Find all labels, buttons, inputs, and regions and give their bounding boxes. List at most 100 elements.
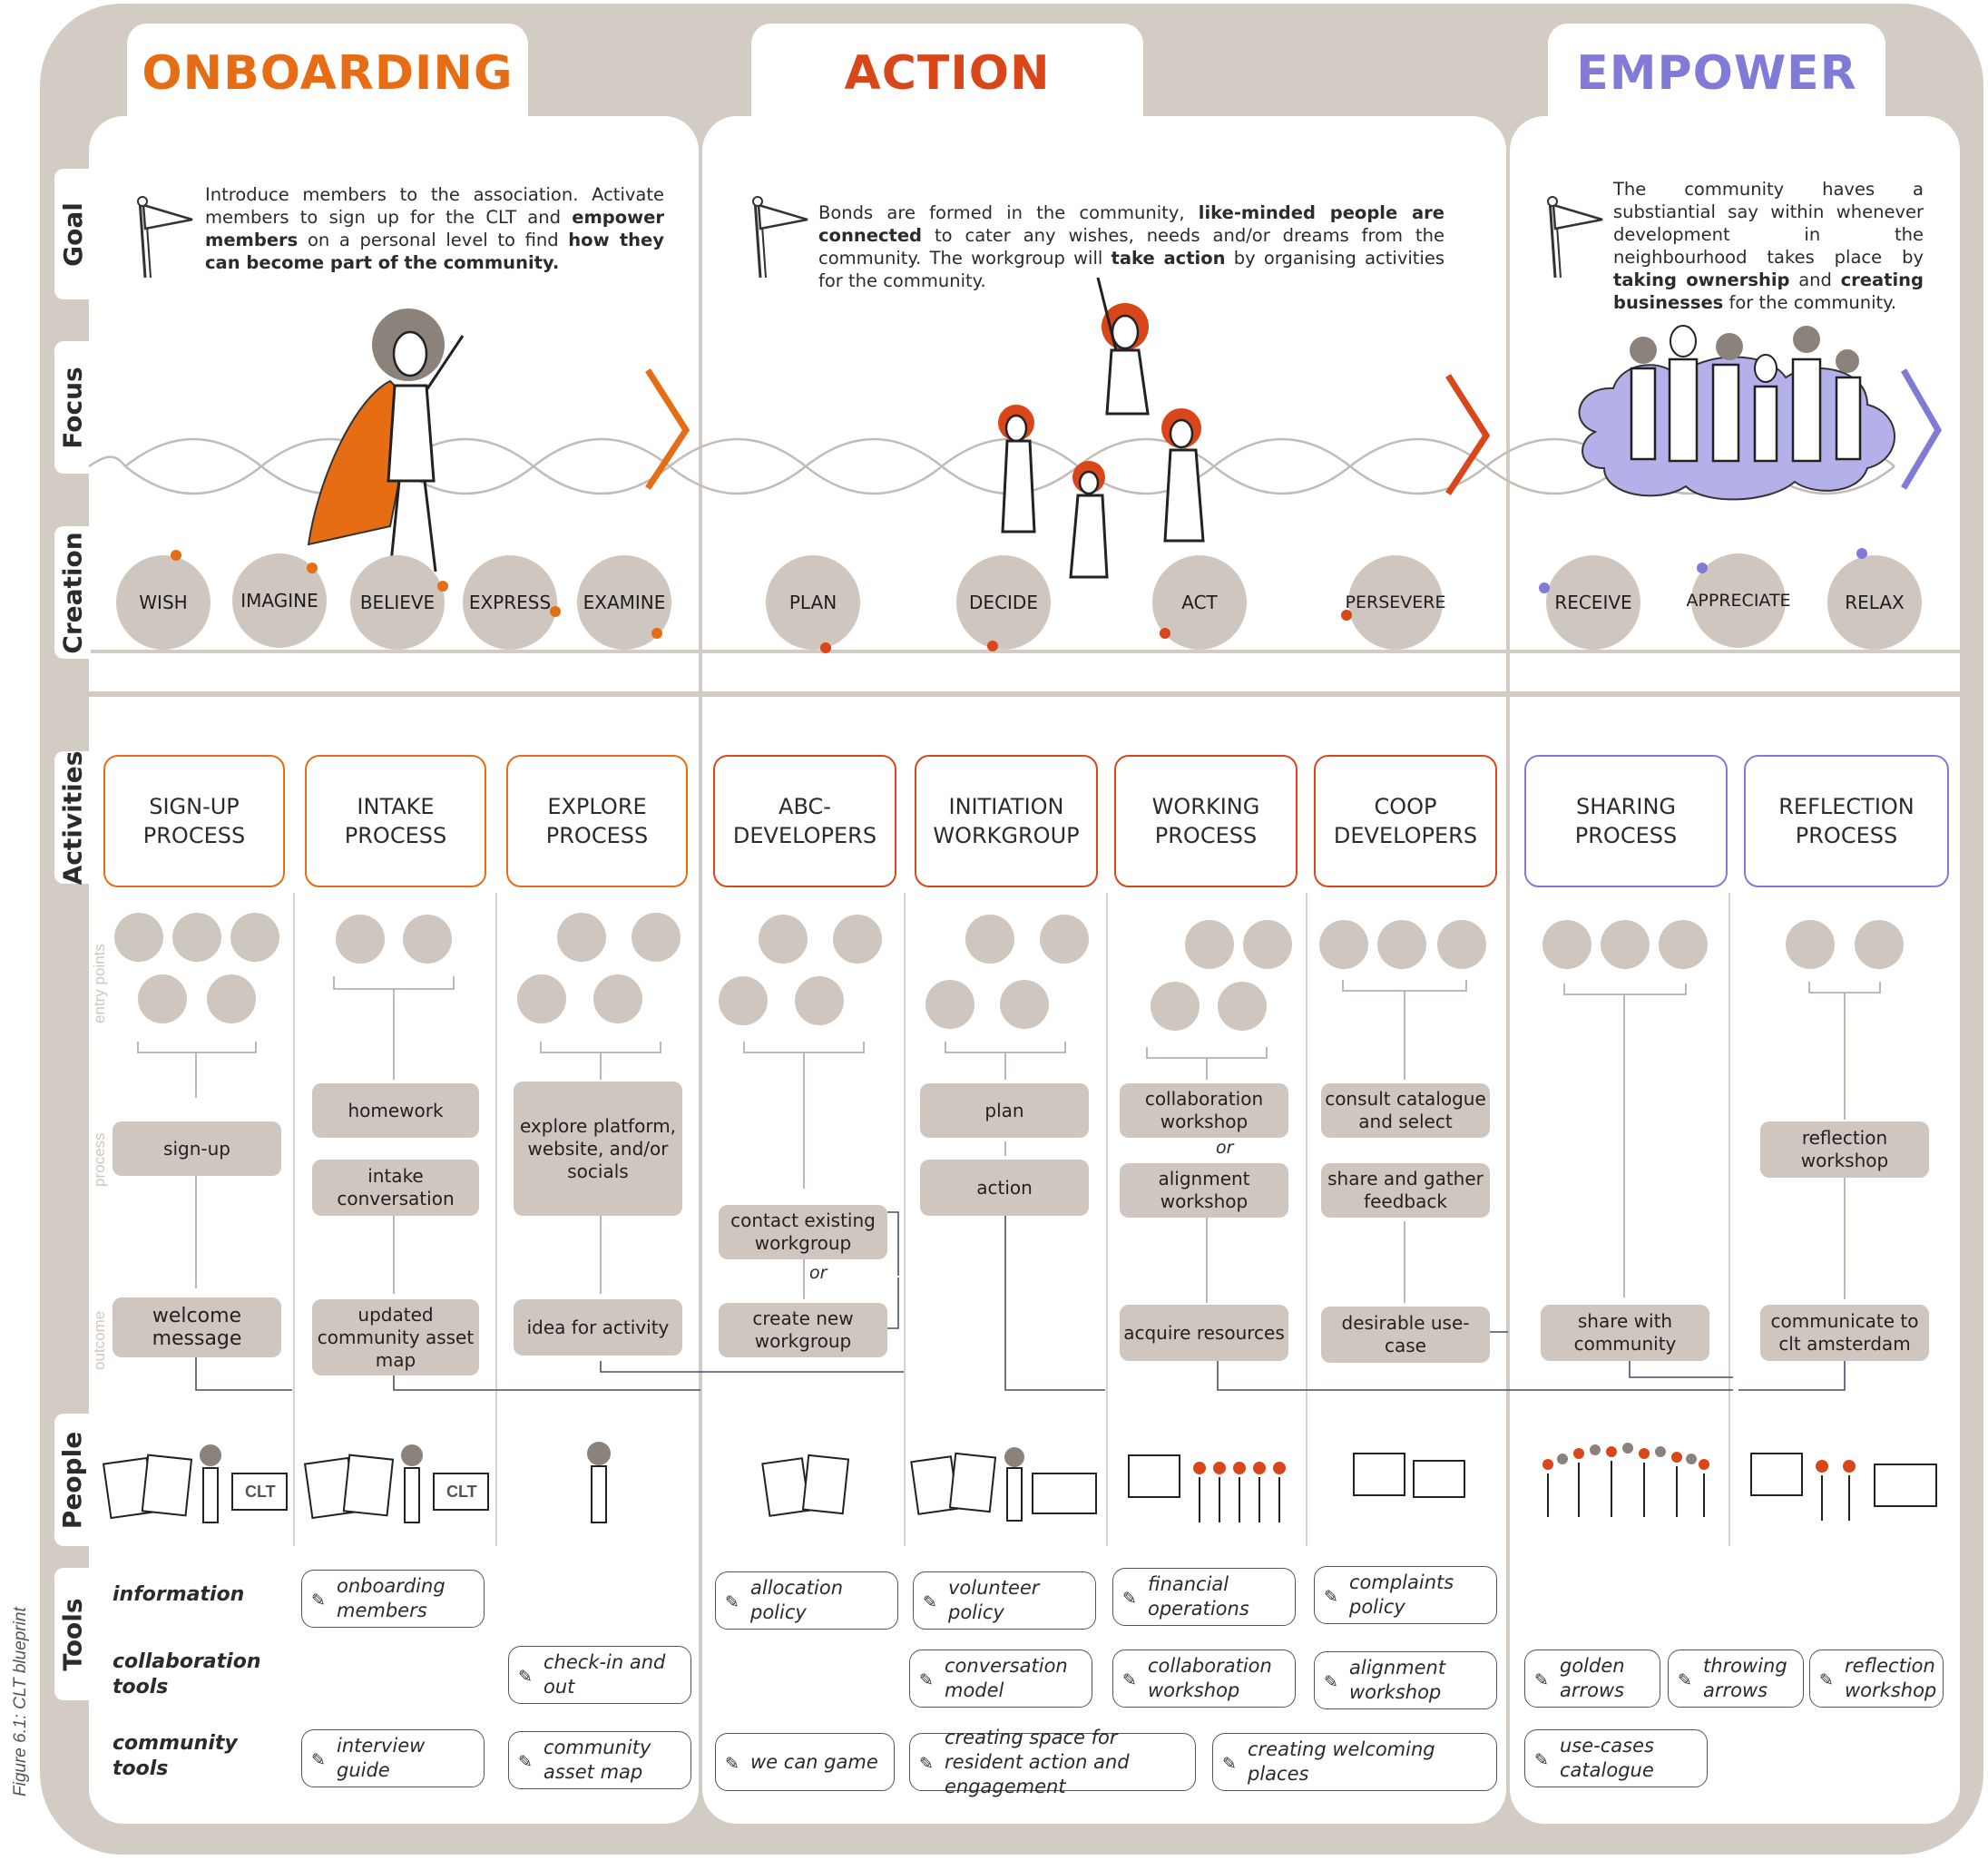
band-divider: [699, 650, 702, 731]
tool-allocation-policy[interactable]: ✎allocation policy: [715, 1571, 898, 1630]
paperclip-icon: ✎: [1222, 1754, 1237, 1774]
goal-empower: The community haves a substiantial say w…: [1613, 178, 1924, 314]
panel-action: [702, 116, 1506, 1824]
tool-creating-welcoming-places[interactable]: ✎creating welcoming places: [1212, 1733, 1497, 1791]
flag-icon: [1547, 196, 1603, 279]
tool-check-in-and-out[interactable]: ✎check-in and out: [508, 1646, 691, 1704]
column-divider: [293, 893, 295, 1546]
activity-working-process: WORKING PROCESS: [1114, 755, 1298, 887]
process-collaboration-workshop: collaboration workshop: [1120, 1083, 1288, 1138]
phase-tab-action: ACTION: [751, 24, 1143, 123]
people-illustration: [1128, 1454, 1286, 1522]
tool-alignment-workshop[interactable]: ✎alignment workshop: [1314, 1651, 1497, 1709]
paperclip-icon: ✎: [1122, 1670, 1137, 1690]
tool-throwing-arrows[interactable]: ✎throwing arrows: [1668, 1650, 1804, 1708]
activity-intake-process: INTAKE PROCESS: [305, 755, 486, 887]
process-intake-conversation: intake conversation: [312, 1160, 479, 1216]
people-illustration: [910, 1447, 1097, 1522]
outcome-welcome-message: welcome message: [113, 1297, 281, 1357]
paperclip-icon: ✎: [311, 1750, 326, 1770]
tool-community-asset-map[interactable]: ✎community asset map: [508, 1731, 691, 1789]
row-label-activities: Activities: [54, 750, 91, 885]
tool-interview-guide[interactable]: ✎interview guide: [301, 1729, 485, 1787]
tool-reflection-workshop[interactable]: ✎reflection workshop: [1809, 1650, 1944, 1708]
process-homework: homework: [312, 1083, 479, 1138]
paperclip-icon: ✎: [1122, 1589, 1137, 1609]
person-illustration: [587, 1442, 611, 1523]
flag-icon: [752, 196, 808, 279]
goal-text-run: on a personal level to find: [298, 230, 569, 250]
goal-text-run: taking ownership: [1613, 269, 1790, 290]
phase-tab-empower: EMPOWER: [1548, 24, 1885, 123]
paperclip-icon: ✎: [1534, 1750, 1549, 1770]
people-illustration: CLT: [303, 1444, 489, 1523]
or-label: or: [809, 1263, 828, 1283]
tool-we-can-game[interactable]: ✎we can game: [715, 1733, 895, 1791]
tool-use-cases-catalogue[interactable]: ✎use-cases catalogue: [1524, 1729, 1708, 1787]
process-reflection-workshop: reflection workshop: [1760, 1121, 1929, 1178]
paperclip-icon: ✎: [725, 1592, 739, 1612]
paperclip-icon: ✎: [1324, 1587, 1338, 1607]
goal-onboarding: Introduce members to the association. Ac…: [205, 183, 664, 274]
tool-volunteer-policy[interactable]: ✎volunteer policy: [913, 1571, 1096, 1630]
goal-text-run: by organising activities for the communi…: [818, 248, 1444, 291]
paperclip-icon: ✎: [923, 1592, 937, 1612]
activity-explore-process: EXPLORE PROCESS: [506, 755, 688, 887]
stage-markers: [171, 548, 1867, 653]
column-divider: [904, 893, 906, 1546]
goal-text-run: like-minded people are connected: [818, 202, 1444, 246]
process-explore-platform: explore platform, website, and/or social…: [514, 1082, 682, 1216]
goal-text-run: and: [1789, 269, 1841, 290]
goal-text-run: for the community.: [1723, 292, 1897, 313]
paperclip-icon: ✎: [919, 1754, 934, 1774]
tool-category-collaboration: collaboration tools: [113, 1650, 261, 1698]
superhero-figure: [307, 308, 465, 573]
chevron-right-icon: [1445, 374, 1491, 495]
outcome-updated-community-asset-map: updated community asset map: [312, 1299, 479, 1375]
stage-plan: PLAN: [766, 555, 860, 650]
goal-text-run: Bonds are formed in the community,: [818, 202, 1199, 223]
tool-creating-space[interactable]: ✎creating space for resident action and …: [909, 1727, 1196, 1797]
activity-sign-up-process: SIGN-UP PROCESS: [103, 755, 285, 887]
paperclip-icon: ✎: [1324, 1672, 1338, 1692]
activity-initiation-workgroup: INITIATION WORKGROUP: [915, 755, 1098, 887]
paperclip-icon: ✎: [919, 1670, 934, 1690]
tool-collaboration-workshop[interactable]: ✎collaboration workshop: [1112, 1650, 1296, 1708]
column-divider: [1106, 893, 1108, 1546]
activity-sharing-process: SHARING PROCESS: [1524, 755, 1728, 887]
crowd-illustration: [1542, 1443, 1709, 1517]
people-illustration: [1353, 1453, 1465, 1498]
tool-golden-arrows[interactable]: ✎golden arrows: [1524, 1650, 1660, 1708]
stage-relax: RELAX: [1827, 555, 1922, 650]
stage-persevere: PERSEVERE: [1346, 555, 1445, 650]
people-illustration: [1750, 1453, 1937, 1521]
column-divider: [495, 893, 497, 1546]
band-divider: [1506, 650, 1510, 731]
paperclip-icon: ✎: [1819, 1670, 1834, 1690]
row-label-focus: Focus: [54, 341, 91, 474]
stage-decide: DECIDE: [956, 555, 1051, 650]
row-label-goal: Goal: [54, 169, 91, 299]
stage-express: EXPRESS: [463, 555, 557, 650]
stage-wish: WISH: [116, 555, 211, 650]
phase-tab-onboarding: ONBOARDING: [127, 24, 528, 123]
outcome-communicate-to-clt-amsterdam: communicate to clt amsterdam: [1760, 1305, 1929, 1361]
clt-logo-text: CLT: [245, 1483, 276, 1501]
stage-believe: BELIEVE: [350, 555, 445, 650]
process-plan: plan: [920, 1083, 1089, 1138]
goal-text-run: how they can become part of the communit…: [205, 230, 664, 273]
row-label-people: People: [54, 1414, 91, 1546]
activity-coop-developers: COOP DEVELOPERS: [1314, 755, 1497, 887]
paperclip-icon: ✎: [725, 1754, 739, 1774]
tool-complaints-policy[interactable]: ✎complaints policy: [1314, 1566, 1497, 1624]
goal-text-run: Introduce members to the association. Ac…: [205, 184, 664, 228]
tool-financial-operations[interactable]: ✎financial operations: [1112, 1568, 1296, 1626]
or-label: or: [1216, 1138, 1234, 1158]
stage-imagine: IMAGINE: [232, 553, 327, 648]
tool-conversation-model[interactable]: ✎conversation model: [909, 1650, 1092, 1708]
process-contact-existing-workgroup: contact existing workgroup: [719, 1205, 887, 1259]
goal-text-run: The community haves a substiantial say w…: [1613, 179, 1924, 268]
paperclip-icon: ✎: [311, 1591, 326, 1610]
tool-onboarding-members[interactable]: ✎onboarding members: [301, 1570, 485, 1628]
